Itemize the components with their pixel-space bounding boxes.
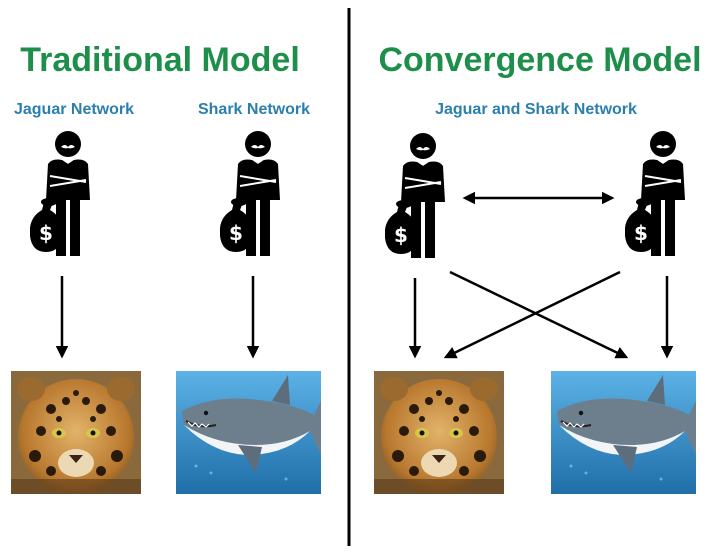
traditional-shark-photo xyxy=(176,371,321,494)
traditional-jaguar-photo xyxy=(11,371,141,494)
convergence-shark-photo xyxy=(551,371,696,494)
convergence-right-owner-icon: $ xyxy=(624,130,695,265)
convergence-model-title: Convergence Model xyxy=(378,41,702,79)
shark-network-label: Shark Network xyxy=(197,101,311,118)
svg-text:$: $ xyxy=(229,221,243,245)
svg-text:$: $ xyxy=(634,221,648,245)
jaguar-and-shark-network-label: Jaguar and Shark Network xyxy=(435,101,637,118)
svg-text:$: $ xyxy=(39,221,53,245)
svg-text:$: $ xyxy=(394,223,408,247)
shark-network-owner-icon: $ xyxy=(219,130,290,265)
arrow-left-owner-to-shark xyxy=(449,270,629,359)
traditional-model-title: Traditional Model xyxy=(20,41,300,79)
jaguar-network-label: Jaguar Network xyxy=(13,101,135,118)
convergence-jaguar-photo xyxy=(374,371,504,494)
arrow-right-owner-to-jaguar xyxy=(443,270,621,359)
jaguar-network-owner-icon: $ xyxy=(29,130,100,265)
convergence-left-owner-icon: $ xyxy=(384,132,455,267)
